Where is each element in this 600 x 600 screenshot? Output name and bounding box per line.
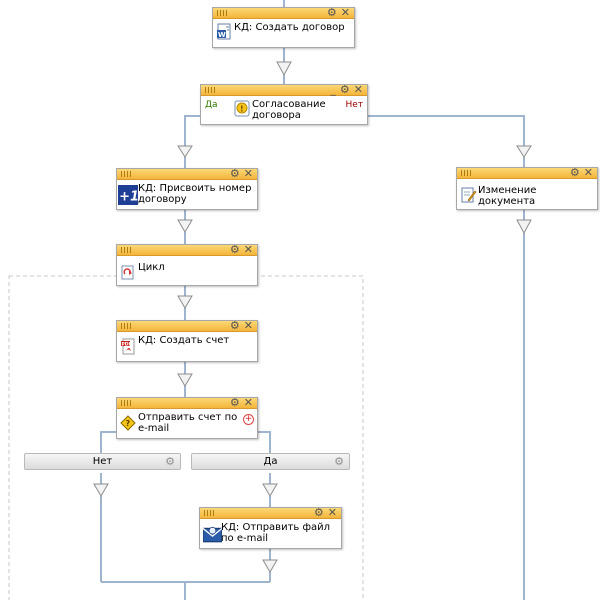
word-document-icon: W xyxy=(217,23,231,40)
gear-icon[interactable]: ⚙ xyxy=(229,243,240,256)
activity-send-file[interactable]: ⚙ ✕ КД: Отправить файл по e-mail xyxy=(199,506,342,549)
drag-handle[interactable] xyxy=(121,247,133,253)
drop-target-2[interactable] xyxy=(177,145,193,158)
activity-create-contract[interactable]: ⚙ ✕ W КД: Создать договор xyxy=(212,6,355,48)
drop-target-8[interactable] xyxy=(93,483,109,497)
drop-target-6[interactable] xyxy=(177,295,193,309)
drag-handle[interactable] xyxy=(121,171,133,177)
svg-text:PDF: PDF xyxy=(122,341,132,347)
activity-document-change[interactable]: ⚙ ✕ Изменение документа xyxy=(456,166,598,210)
branch-no-bar[interactable]: Нет ⚙ xyxy=(24,453,181,470)
svg-text:+1: +1 xyxy=(119,189,138,204)
drop-target-3[interactable] xyxy=(516,145,532,158)
activity-assign-number[interactable]: ⚙ ✕ +1 КД: Присвоить номер договору xyxy=(116,167,258,210)
gear-icon[interactable]: ⚙ xyxy=(229,319,240,332)
gear-icon[interactable]: ⚙ xyxy=(229,396,240,409)
drag-handle[interactable] xyxy=(217,10,229,16)
minimize-icon[interactable]: _ xyxy=(330,83,336,96)
close-icon[interactable]: ✕ xyxy=(243,167,253,180)
gear-icon[interactable]: ⚙ xyxy=(569,166,580,179)
activity-header[interactable]: ⚙ ✕ xyxy=(213,6,354,19)
edit-document-icon xyxy=(461,187,477,203)
branch-yes-label: Да xyxy=(263,456,278,467)
gear-icon[interactable]: ⚙ xyxy=(313,506,324,519)
activity-header[interactable]: ⚙ ✕ xyxy=(117,396,257,409)
gear-icon[interactable]: ⚙ xyxy=(339,83,350,96)
close-icon[interactable]: ✕ xyxy=(340,6,350,19)
close-icon[interactable]: ✕ xyxy=(243,319,253,332)
activity-label: Цикл xyxy=(138,262,165,273)
close-icon[interactable]: ✕ xyxy=(327,506,337,519)
svg-text:!: ! xyxy=(240,105,244,114)
activity-send-invoice-condition[interactable]: ⚙ ✕ ? Отправить счет по e-mail + xyxy=(116,396,258,439)
email-send-icon xyxy=(203,526,222,543)
activity-label: Изменение документа xyxy=(478,185,537,207)
activity-label: Согласование договора xyxy=(252,99,326,121)
pdf-document-icon: PDF xyxy=(121,338,135,355)
branch-yes-bar[interactable]: Да ⚙ xyxy=(191,453,350,470)
activity-header[interactable]: ⚙ ✕ xyxy=(117,243,257,256)
activity-label: КД: Присвоить номер договору xyxy=(138,183,252,205)
condition-icon: ? xyxy=(120,415,136,431)
activity-header[interactable]: _ ⚙ ✕ xyxy=(201,83,367,96)
drop-target-1[interactable] xyxy=(276,61,292,77)
svg-text:?: ? xyxy=(126,419,131,428)
activity-header[interactable]: ⚙ ✕ xyxy=(117,167,257,180)
close-icon[interactable]: ✕ xyxy=(583,166,593,179)
drop-target-10[interactable] xyxy=(262,559,278,573)
gear-icon[interactable]: ⚙ xyxy=(229,167,240,180)
activity-header[interactable]: ⚙ ✕ xyxy=(200,506,341,519)
drag-handle[interactable] xyxy=(204,510,216,516)
drop-target-5[interactable] xyxy=(516,219,532,235)
drop-target-4[interactable] xyxy=(177,219,193,233)
close-icon[interactable]: ✕ xyxy=(243,243,253,256)
drop-target-9[interactable] xyxy=(262,483,278,497)
drop-target-7[interactable] xyxy=(177,373,193,387)
branch-no-label: Нет xyxy=(92,456,113,467)
drag-handle[interactable] xyxy=(205,87,217,93)
drag-handle[interactable] xyxy=(461,170,473,176)
increment-number-icon: +1 xyxy=(118,185,138,205)
branch-no-label: Нет xyxy=(345,100,363,110)
branch-yes-label: Да xyxy=(205,100,218,110)
activity-label: Отправить счет по e-mail xyxy=(138,412,238,434)
gear-icon[interactable]: ⚙ xyxy=(165,455,175,468)
gear-icon[interactable]: ⚙ xyxy=(334,455,344,468)
activity-header[interactable]: ⚙ ✕ xyxy=(117,319,257,332)
activity-create-invoice[interactable]: ⚙ ✕ PDF КД: Создать счет xyxy=(116,319,258,362)
drag-handle[interactable] xyxy=(121,323,133,329)
activity-approval[interactable]: _ ⚙ ✕ Да ! Согласование договора Нет xyxy=(200,83,368,125)
drag-handle[interactable] xyxy=(121,400,133,406)
activity-header[interactable]: ⚙ ✕ xyxy=(457,166,597,179)
activity-label: КД: Создать договор xyxy=(234,22,345,33)
activity-label: КД: Создать счет xyxy=(138,335,230,346)
activity-label: КД: Отправить файл по e-mail xyxy=(221,522,331,544)
activity-loop[interactable]: ⚙ ✕ Цикл xyxy=(116,243,258,286)
loop-icon xyxy=(121,265,134,280)
svg-text:W: W xyxy=(218,31,226,39)
add-branch-icon[interactable]: + xyxy=(243,414,254,425)
close-icon[interactable]: ✕ xyxy=(353,83,363,96)
approval-icon: ! xyxy=(234,100,250,117)
gear-icon[interactable]: ⚙ xyxy=(326,6,337,19)
close-icon[interactable]: ✕ xyxy=(243,396,253,409)
